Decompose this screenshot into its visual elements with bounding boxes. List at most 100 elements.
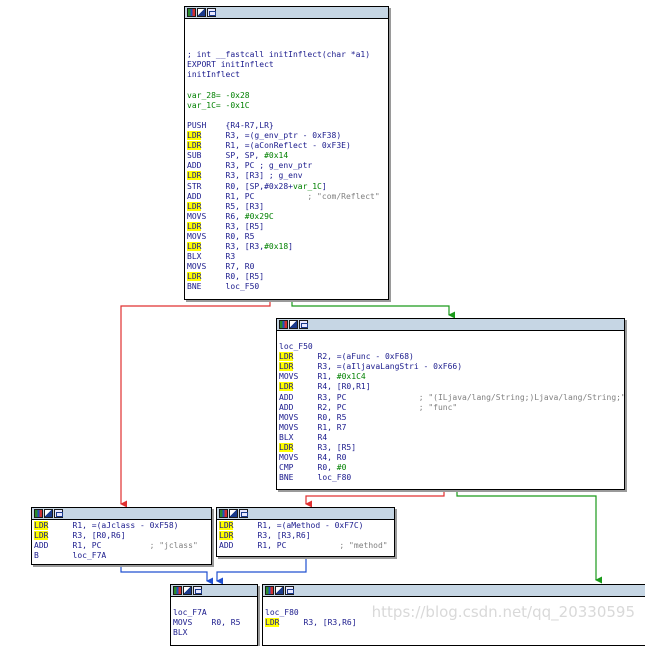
group-icon[interactable] [299, 320, 308, 329]
graph-icon[interactable] [265, 586, 274, 595]
code-line[interactable]: EXPORT initInflect [187, 60, 386, 70]
code-line[interactable]: SUB SP, SP, #0x14 [187, 151, 386, 161]
code-line[interactable] [187, 30, 386, 40]
code-line[interactable]: ADD R3, PC ; "(ILjava/lang/String;)Ljava… [279, 392, 625, 403]
code-line[interactable]: ADD R2, PC ; "func" [279, 403, 622, 413]
color-icon[interactable] [275, 586, 284, 595]
node-title-bar[interactable] [277, 319, 624, 331]
code-line[interactable]: MOVS R0, R5 [279, 413, 622, 423]
group-icon[interactable] [285, 586, 294, 595]
mnemonic-highlight: LDR [187, 272, 202, 282]
code-line[interactable]: LDR R3, [R3,#0x18] [187, 242, 386, 252]
graph-icon[interactable] [34, 509, 43, 518]
code-line[interactable] [187, 40, 386, 50]
mnemonic-highlight: LDR [34, 531, 49, 541]
block-jclass[interactable]: LDR R1, =(aJclass - 0xF58)LDR R3, [R0,R6… [31, 507, 212, 565]
code-line[interactable]: LDR R3, [R3,R6] [219, 531, 392, 541]
code-line[interactable]: MOVS R1, R7 [279, 423, 622, 433]
code-line[interactable] [173, 598, 255, 608]
code-line[interactable]: MOVS R4, R0 [279, 453, 622, 463]
code-line[interactable]: LDR R5, [R3] [187, 201, 386, 212]
code-line[interactable]: MOVS R0, R5 [173, 618, 255, 628]
code-line[interactable]: LDR R0, [R5] [187, 272, 386, 282]
code-line[interactable] [279, 332, 622, 342]
code-token: R3, [R3,R6] [233, 531, 311, 541]
node-title-bar[interactable] [32, 508, 211, 520]
code-line[interactable]: ADD R1, PC ; "com/Reflect" [187, 192, 386, 202]
mnemonic-highlight: LDR [279, 443, 294, 453]
mnemonic-highlight: LDR [265, 618, 280, 628]
code-token: R1, =(aJclass - 0xF58) [48, 521, 179, 530]
code-line[interactable] [187, 111, 386, 121]
mnemonic-highlight: LDR [219, 521, 234, 530]
graph-icon[interactable] [187, 8, 196, 17]
code-line[interactable]: ADD R1, PC ; "method" [219, 541, 392, 551]
code-line[interactable]: PUSH {R4-R7,LR} [187, 121, 386, 131]
mnemonic-highlight: LDR [187, 221, 202, 231]
node-title-bar[interactable] [171, 585, 257, 597]
block-method[interactable]: LDR R1, =(aMethod - 0xF7C)LDR R3, [R3,R6… [216, 507, 395, 557]
code-line[interactable]: loc_F80 [265, 608, 645, 618]
code-line[interactable]: BNE loc_F50 [187, 282, 386, 292]
code-line[interactable]: BLX R4 [279, 433, 622, 443]
node-title-bar[interactable] [263, 585, 645, 597]
code-line[interactable]: var_28= -0x28 [187, 91, 386, 101]
code-line[interactable]: BLX [173, 628, 255, 638]
color-icon[interactable] [183, 586, 192, 595]
code-line[interactable]: loc_F7A [173, 608, 255, 618]
graph-icon[interactable] [219, 509, 228, 518]
code-token: var_1C [292, 181, 322, 191]
code-line[interactable]: BNE loc_F80 [279, 473, 622, 483]
graph-icon[interactable] [279, 320, 288, 329]
code-token: ; "(ILjava/lang/String;)Ljava/lang/Strin… [418, 392, 625, 402]
code-token: ; int __fastcall initInflect(char *a1) [187, 50, 371, 60]
code-line[interactable]: LDR R1, =(aConReflect - 0xF3E) [187, 141, 386, 151]
code-line[interactable]: LDR R1, =(aMethod - 0xF7C) [219, 521, 392, 531]
code-line[interactable]: MOVS R6, #0x29C [187, 212, 386, 222]
code-line[interactable]: MOVS R7, R0 [187, 262, 386, 272]
code-line[interactable] [187, 81, 386, 91]
code-line[interactable]: LDR R3, =(g_env_ptr - 0xF38) [187, 131, 386, 141]
code-line[interactable]: initInflect [187, 70, 386, 80]
code-line[interactable]: LDR R4, [R0,R1] [279, 382, 622, 392]
code-line[interactable]: ADD R1, PC ; "jclass" [34, 541, 209, 551]
code-line[interactable]: CMP R0, #0 [279, 463, 622, 473]
node-title-bar[interactable] [185, 7, 388, 19]
color-icon[interactable] [229, 509, 238, 518]
code-line[interactable]: B loc_F7A [34, 551, 209, 561]
code-token: MOVS R0, R5 [173, 618, 241, 628]
code-line[interactable]: BLX R3 [187, 252, 386, 262]
node-title-bar[interactable] [217, 508, 394, 520]
code-token: BNE loc_F80 [279, 473, 352, 483]
code-line[interactable]: ADD R3, PC ; g_env_ptr [187, 161, 386, 171]
color-icon[interactable] [289, 320, 298, 329]
group-icon[interactable] [239, 509, 248, 518]
code-line[interactable]: LDR R3, [R5] [187, 221, 386, 232]
code-line[interactable] [187, 20, 386, 30]
code-token: ADD R3, PC [279, 392, 419, 402]
code-line[interactable]: LDR R3, [R3,R6] [265, 618, 645, 628]
code-token: ; "com/Reflect" [307, 191, 380, 201]
code-line[interactable]: LDR R3, [R3] ; g_env [187, 171, 386, 181]
code-line[interactable]: LDR R3, [R0,R6] [34, 531, 209, 541]
code-line[interactable]: LDR R1, =(aJclass - 0xF58) [34, 521, 209, 531]
block-initInflect[interactable]: ; int __fastcall initInflect(char *a1)EX… [184, 6, 389, 300]
code-line[interactable]: ; int __fastcall initInflect(char *a1) [187, 50, 386, 60]
color-icon[interactable] [197, 8, 206, 17]
code-line[interactable]: MOVS R1, #0x1C4 [279, 372, 622, 382]
code-line[interactable]: LDR R2, =(aFunc - 0xF68) [279, 352, 622, 362]
color-icon[interactable] [44, 509, 53, 518]
code-line[interactable]: var_1C= -0x1C [187, 101, 386, 111]
group-icon[interactable] [207, 8, 216, 17]
group-icon[interactable] [193, 586, 202, 595]
code-line[interactable]: LDR R3, =(aIljavaLangStri - 0xF66) [279, 362, 622, 372]
code-line[interactable]: LDR R3, [R5] [279, 443, 622, 453]
code-line[interactable]: MOVS R0, R5 [187, 232, 386, 242]
group-icon[interactable] [54, 509, 63, 518]
code-token: ; "func" [418, 402, 458, 412]
code-line[interactable]: loc_F50 [279, 342, 622, 352]
code-line[interactable]: STR R0, [SP,#0x28+var_1C] [187, 182, 386, 192]
graph-icon[interactable] [173, 586, 182, 595]
